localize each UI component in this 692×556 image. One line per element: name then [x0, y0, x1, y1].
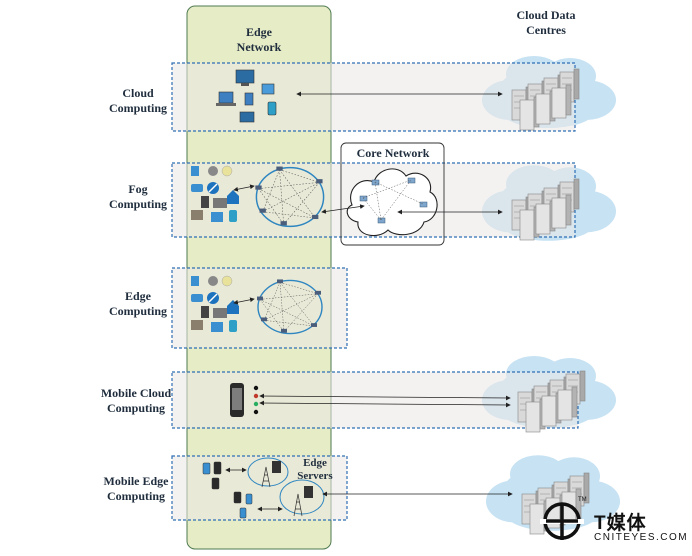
link-arrow [233, 184, 255, 192]
link-arrow [321, 204, 365, 214]
smartphone-icon [230, 383, 244, 417]
row-label-edge-computing: Edge Computing [108, 289, 167, 318]
row-label-fog-computing: Fog Computing [108, 182, 167, 211]
link-arrow [233, 297, 255, 305]
core-network-cloud [346, 168, 438, 237]
watermark-tm: TM [578, 497, 587, 503]
signal-dots-icon [253, 385, 259, 415]
link-arrow [259, 393, 511, 401]
link-arrow [259, 400, 511, 408]
cloud-data-centres-header: Cloud Data Centres [516, 8, 576, 37]
row-label-mobile-cloud-computing: Mobile Cloud Computing [100, 386, 172, 415]
edge-server-cell-2 [279, 479, 325, 517]
watermark-domain: CNITEYES.COM [594, 532, 689, 543]
watermark-logo [540, 502, 584, 540]
edge-network-header: Edge Network [236, 25, 282, 54]
mobile-devices-icon [202, 461, 253, 519]
row-label-mobile-edge-computing: Mobile Edge Computing [103, 474, 169, 503]
row-label-cloud-computing: Cloud Computing [108, 86, 167, 115]
end-devices-icon [216, 69, 277, 123]
core-network-box [340, 142, 445, 246]
core-network-label: Core Network [356, 146, 430, 160]
watermark-brand: T媒体 [594, 513, 647, 534]
edge-server-cell-1 [247, 457, 289, 488]
edge-servers-label: Edge Servers [297, 457, 333, 482]
